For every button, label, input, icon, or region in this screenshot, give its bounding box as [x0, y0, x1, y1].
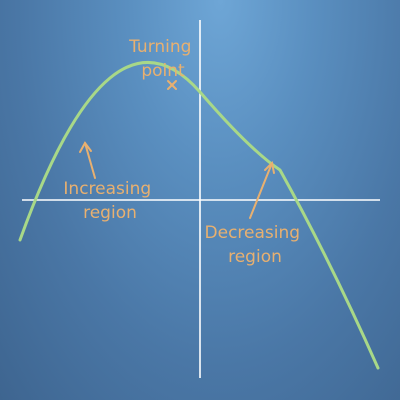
decreasing-arrow — [249, 160, 275, 219]
increasing-region-label: Increasing region — [63, 179, 156, 223]
increasing-arrow — [79, 141, 96, 179]
curve — [18, 61, 380, 370]
decreasing-region-label: Decreasing region — [205, 223, 306, 267]
x-mark-icon — [167, 80, 177, 90]
turning-point-label: Turning point — [128, 37, 197, 81]
